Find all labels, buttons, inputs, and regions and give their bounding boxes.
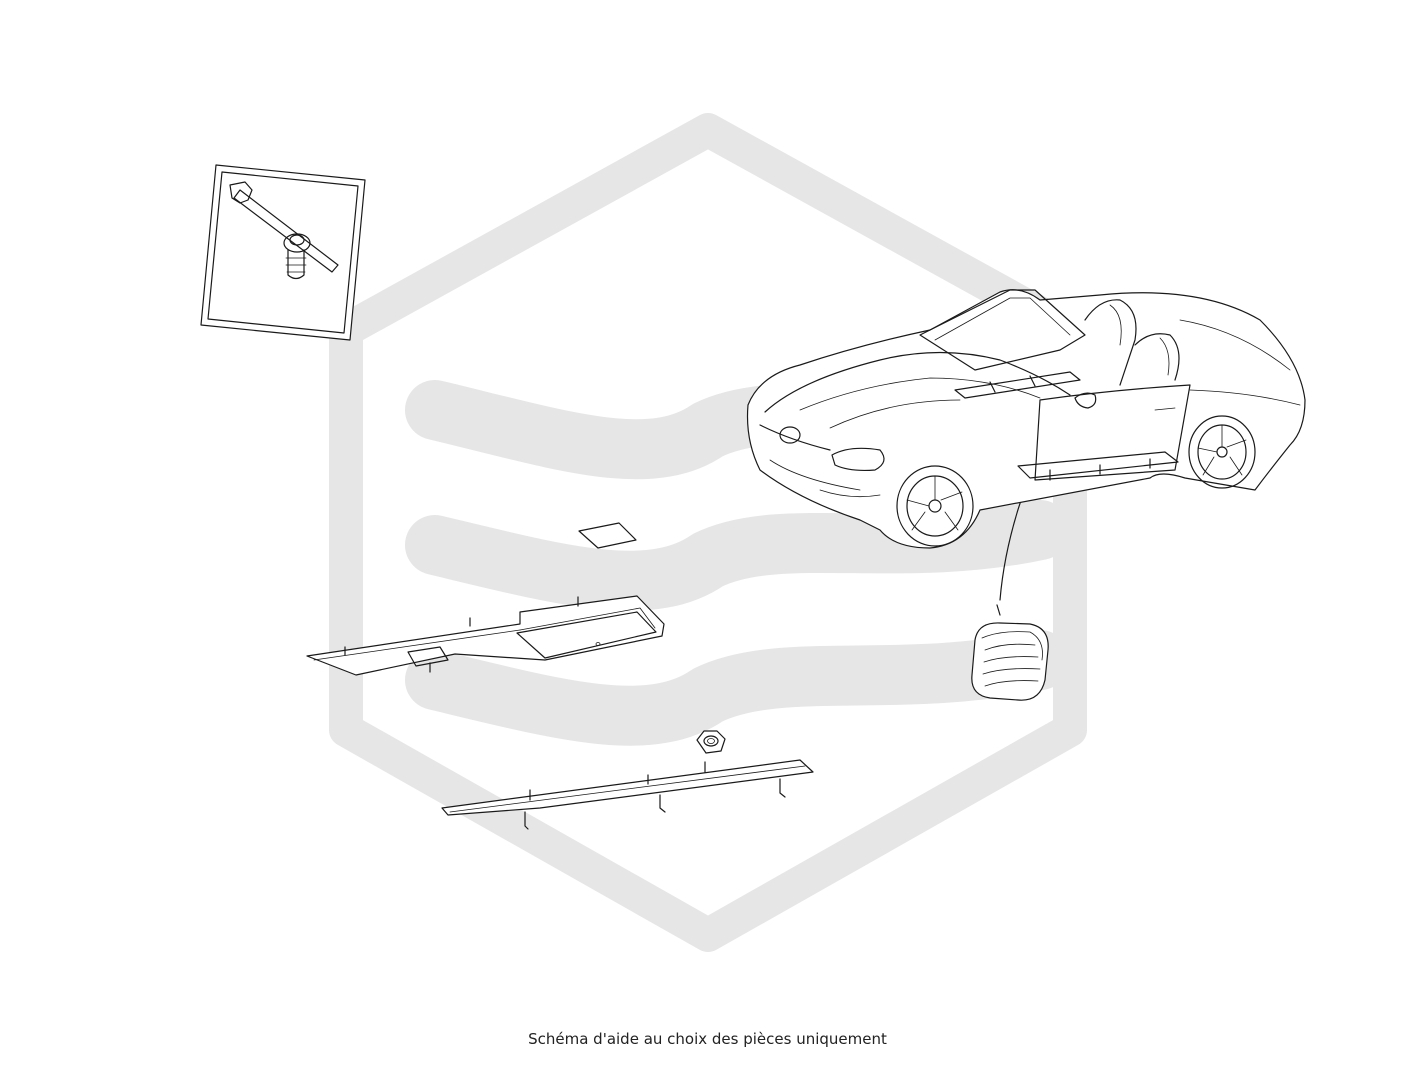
rubber-grommet[interactable] xyxy=(971,474,1049,701)
vehicle-overview[interactable] xyxy=(746,289,1306,549)
insulation-pad-small[interactable] xyxy=(578,522,637,549)
sill-support-rail[interactable] xyxy=(441,759,814,830)
clip-strap-detail[interactable] xyxy=(200,164,366,341)
hex-nut[interactable] xyxy=(696,730,726,754)
sill-trim-panel[interactable] xyxy=(306,595,665,676)
diagram-caption: Schéma d'aide au choix des pièces unique… xyxy=(528,1030,887,1048)
